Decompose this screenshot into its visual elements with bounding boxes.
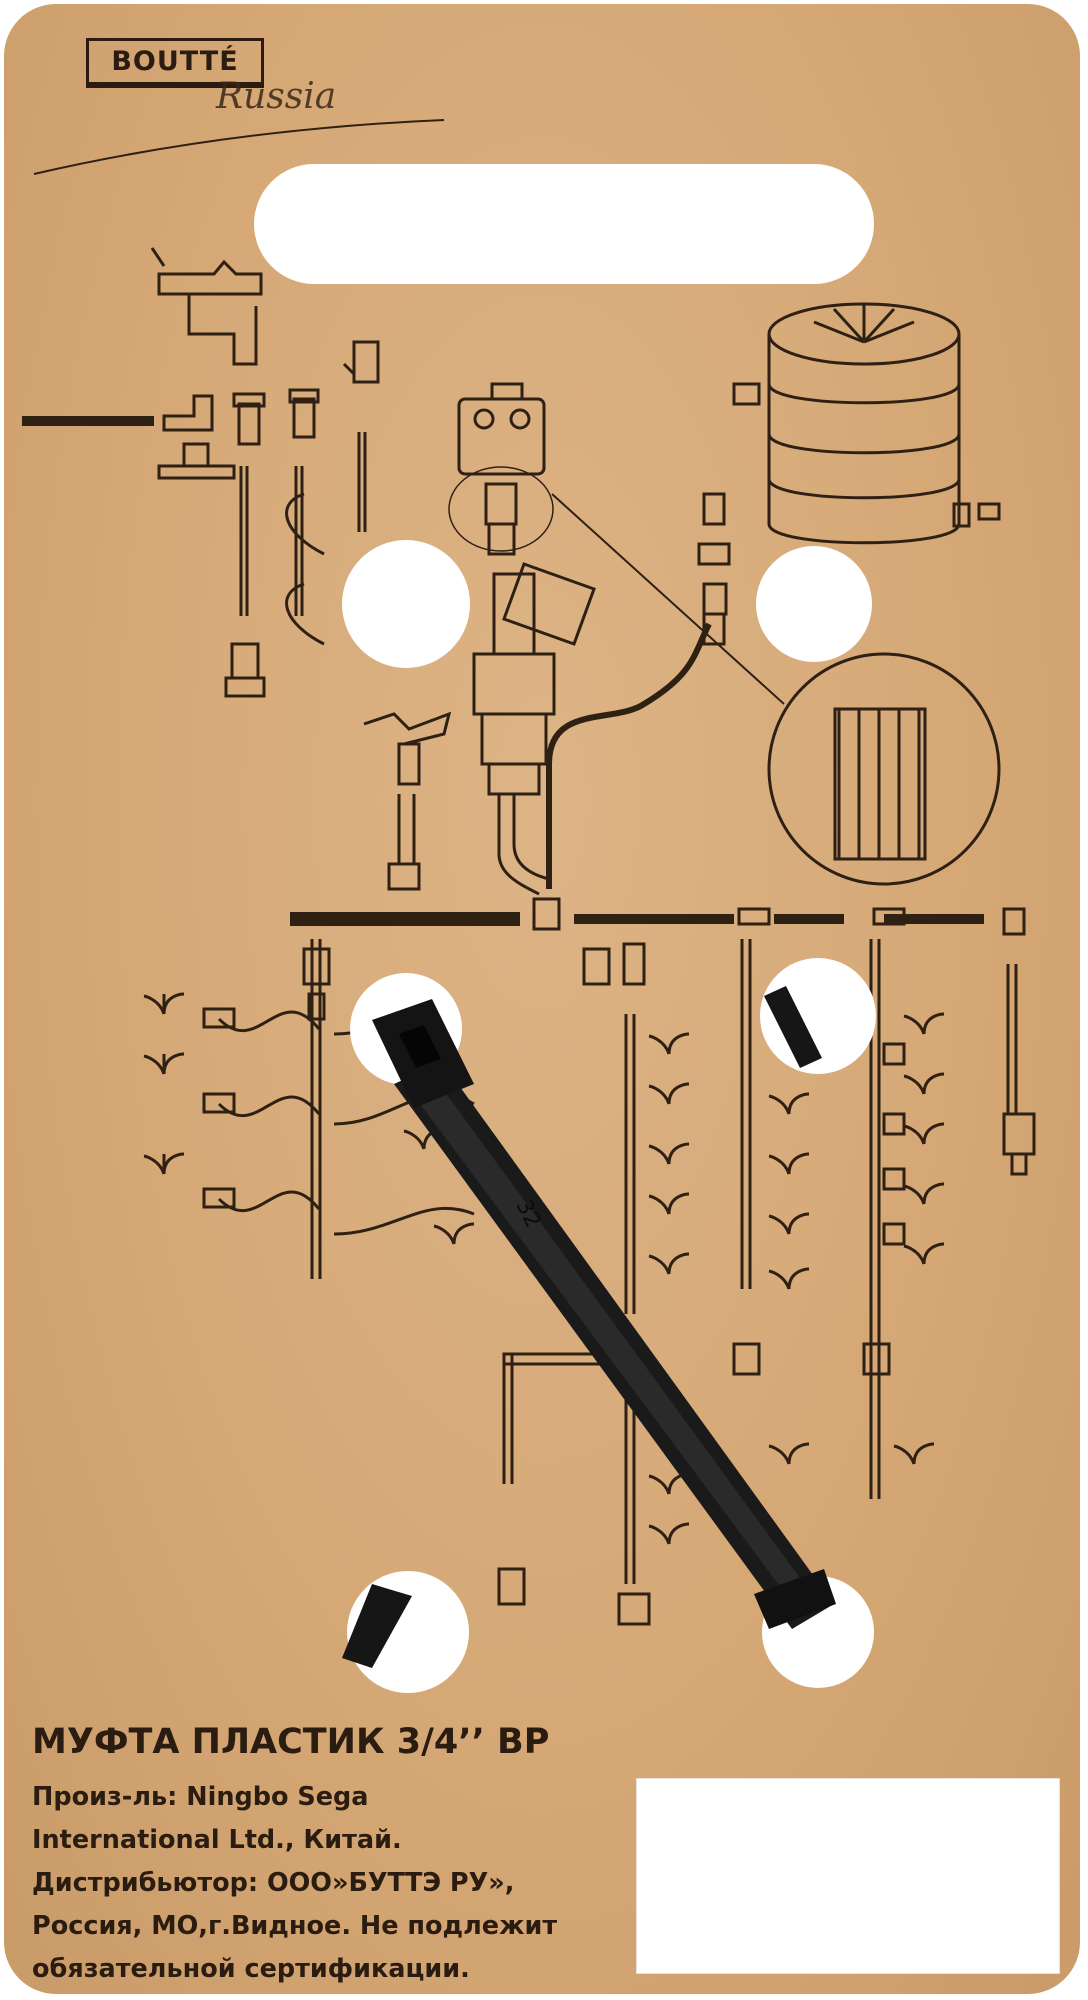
info-line: Дистрибьютор: ООО»БУТТЭ РУ», bbox=[32, 1868, 515, 1898]
water-tank-icon bbox=[767, 302, 961, 545]
info-line: Россия, МО,г.Видное. Не подлежит bbox=[32, 1911, 558, 1941]
brand-name: BOUTTÉ bbox=[111, 46, 239, 77]
hang-slot bbox=[254, 164, 874, 284]
info-line: обязательной сертификации. bbox=[32, 1954, 470, 1984]
irrigation-illustration: 32 bbox=[22, 119, 1036, 1693]
faucet-icon bbox=[150, 247, 263, 366]
sprinkler-icon bbox=[363, 711, 452, 891]
brand-logo: BOUTTÉ bbox=[86, 38, 264, 88]
info-line: International Ltd., Китай. bbox=[32, 1825, 402, 1855]
product-card: 32 BOUTTÉ Russia МУФТА ПЛАСТИК 3/4’’ ВР … bbox=[4, 4, 1080, 1994]
info-line: Произ-ль: Ningbo Sega bbox=[32, 1782, 369, 1812]
cable-tie-icon bbox=[372, 999, 836, 1629]
blank-price-label bbox=[636, 1778, 1060, 1974]
brand-signature: Russia bbox=[216, 76, 337, 117]
manufacturer-info: Произ-ль: Ningbo Sega International Ltd.… bbox=[32, 1776, 632, 1991]
product-title: МУФТА ПЛАСТИК 3/4’’ ВР bbox=[32, 1722, 550, 1762]
plant-icons bbox=[143, 992, 945, 1545]
